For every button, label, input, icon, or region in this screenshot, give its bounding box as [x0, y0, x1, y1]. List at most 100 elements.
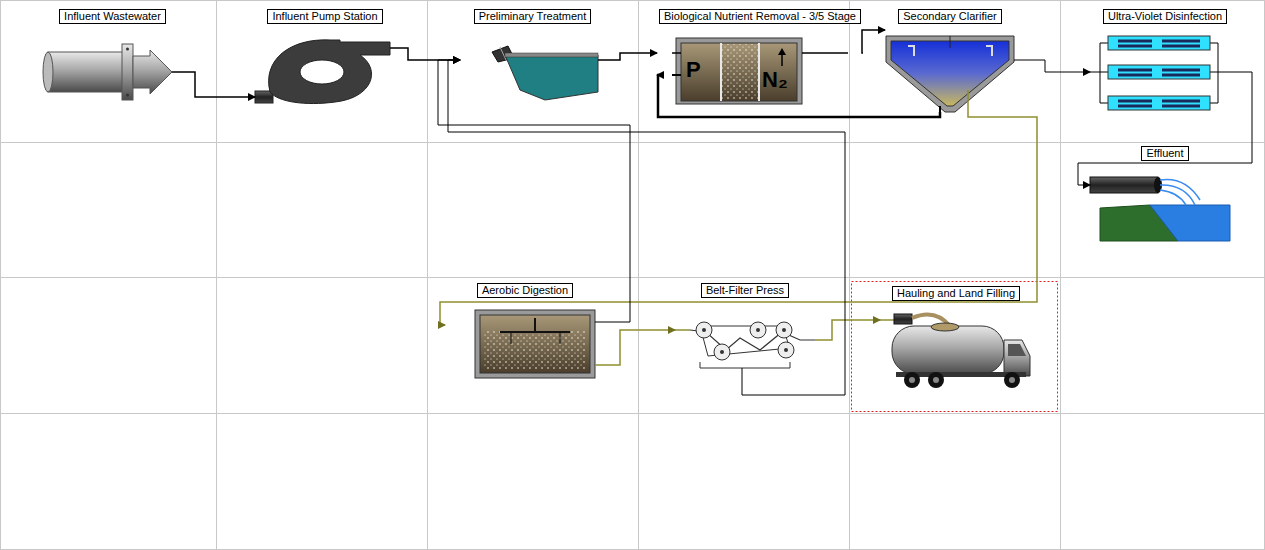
- stage-letter: P: [686, 58, 701, 82]
- belt-press-part: [782, 328, 786, 332]
- flow-line: [605, 53, 657, 60]
- grid-part: [427, 0, 428, 550]
- uv-channels-part-part: [1118, 100, 1152, 103]
- belt-press-part: [675, 329, 690, 331]
- haul-truck-part: [1004, 340, 1030, 376]
- bnr-basin-part: [672, 52, 681, 54]
- belt-press: [675, 322, 815, 385]
- outfall: [1090, 177, 1230, 241]
- belt-press-part: [714, 344, 730, 360]
- outfall-part: [1150, 205, 1230, 241]
- sludge-line: [605, 330, 675, 365]
- selection-box: [852, 282, 1058, 412]
- digester-tank-part: [595, 364, 605, 366]
- haul-truck-part: [928, 372, 944, 388]
- uv-channels-part-part: [1162, 105, 1200, 108]
- uv-channels-part-part: [1118, 45, 1152, 48]
- haul-truck-part: [931, 323, 959, 331]
- source-unit: Influent Wastewater: [45, 6, 180, 100]
- bnr-basin: [672, 38, 848, 104]
- haul-truck-part: [933, 377, 939, 383]
- belt-press-part: [720, 350, 724, 354]
- grid-part: [0, 413, 1265, 414]
- uv-channels-part-part: [1162, 40, 1200, 43]
- digester-tank-part: [595, 322, 605, 323]
- grid-part: [216, 0, 217, 550]
- uv-channels-part: [1090, 72, 1100, 73]
- uv-channels-part-part: [1162, 74, 1200, 77]
- bnr-basin-part: [722, 44, 758, 100]
- belt-press-part: [696, 322, 712, 338]
- belt-press-part: [784, 348, 788, 352]
- grid-part: [0, 142, 1265, 143]
- clarifier-tank-part: [1014, 60, 1015, 61]
- digester-tank-part: [475, 310, 595, 378]
- preliminary-tank: [492, 46, 605, 100]
- uv-channels-part-part: [1118, 74, 1152, 77]
- grid-part: [1060, 0, 1061, 550]
- bnr-basin-part: [758, 43, 760, 101]
- uv-channels-part: [1100, 72, 1108, 73]
- uv-channels-part-part: [1162, 69, 1200, 72]
- preliminary-tank-part: [505, 53, 598, 57]
- bnr-basin-part: [676, 38, 802, 104]
- clarifier-tank-part: [891, 41, 1009, 106]
- digester-tank-part: [480, 315, 590, 373]
- pump-volute-part: [390, 47, 395, 49]
- disposal-unit: Hauling and Land Filling: [880, 283, 1032, 387]
- clarifier-unit: Secondary Clarifier: [885, 6, 1015, 112]
- influent-pipe-part: [122, 44, 133, 100]
- grid-part: [638, 0, 639, 550]
- haul-truck-part: [894, 314, 912, 324]
- bnr-basin-part: [802, 52, 848, 54]
- digester-tank-part: [534, 318, 536, 332]
- belt-press-part: [750, 322, 766, 338]
- influent-pipe-part: [48, 52, 124, 92]
- uv-channels-part: [1210, 72, 1240, 73]
- influent-pipe-part: [133, 50, 172, 94]
- preliminary-tank-part: [598, 59, 605, 61]
- disinfection-unit: Ultra-Violet Disinfection: [1090, 6, 1240, 110]
- clarifier-tank-part: [950, 36, 951, 48]
- digester-tank-part: [560, 332, 561, 344]
- haul-truck-part: [892, 326, 1004, 374]
- influent-pipe: [43, 44, 180, 100]
- dewatering-unit: Belt-Filter Press: [675, 280, 815, 385]
- belt-press-part: [700, 362, 790, 368]
- uv-channels-part-part: [1118, 69, 1152, 72]
- preliminary-tank-part: [505, 55, 598, 100]
- uv-channels-part-part: [1118, 105, 1152, 108]
- flow-line: [438, 60, 630, 322]
- flow-line: [395, 48, 460, 60]
- pump-volute-part: [300, 60, 344, 84]
- flow-line: [448, 60, 845, 395]
- haul-truck-part: [1008, 344, 1026, 356]
- unit-label: Effluent: [1141, 146, 1188, 161]
- treatment-unit: Biological Nutrient Removal - 3/5 Stage: [657, 6, 863, 108]
- clarifier-tank-part: [967, 90, 969, 112]
- haul-truck-part: [904, 372, 920, 388]
- uv-channels-part: [1210, 43, 1218, 103]
- clarifier-tank-part: [939, 106, 941, 112]
- bnr-basin-part: [672, 74, 681, 76]
- uv-channels-part-part: [1118, 40, 1152, 43]
- unit-label: Influent Wastewater: [59, 9, 166, 24]
- uv-channels-part: [1108, 65, 1210, 79]
- unit-label: Biological Nutrient Removal - 3/5 Stage: [659, 9, 861, 24]
- bnr-basin-part: [778, 48, 786, 55]
- outfall-part: [1090, 177, 1158, 193]
- haul-truck-part: [1009, 377, 1015, 383]
- digester-tank-part: [484, 330, 586, 370]
- unit-label: Influent Pump Station: [267, 9, 382, 24]
- influent-pipe-part: [172, 71, 180, 73]
- uv-channels-part: [1108, 96, 1210, 110]
- haul-truck-part: [1004, 372, 1020, 388]
- uv-channels-part: [1118, 41, 1200, 106]
- clarifier-tank: [886, 36, 1015, 112]
- pump-volute: [255, 40, 395, 104]
